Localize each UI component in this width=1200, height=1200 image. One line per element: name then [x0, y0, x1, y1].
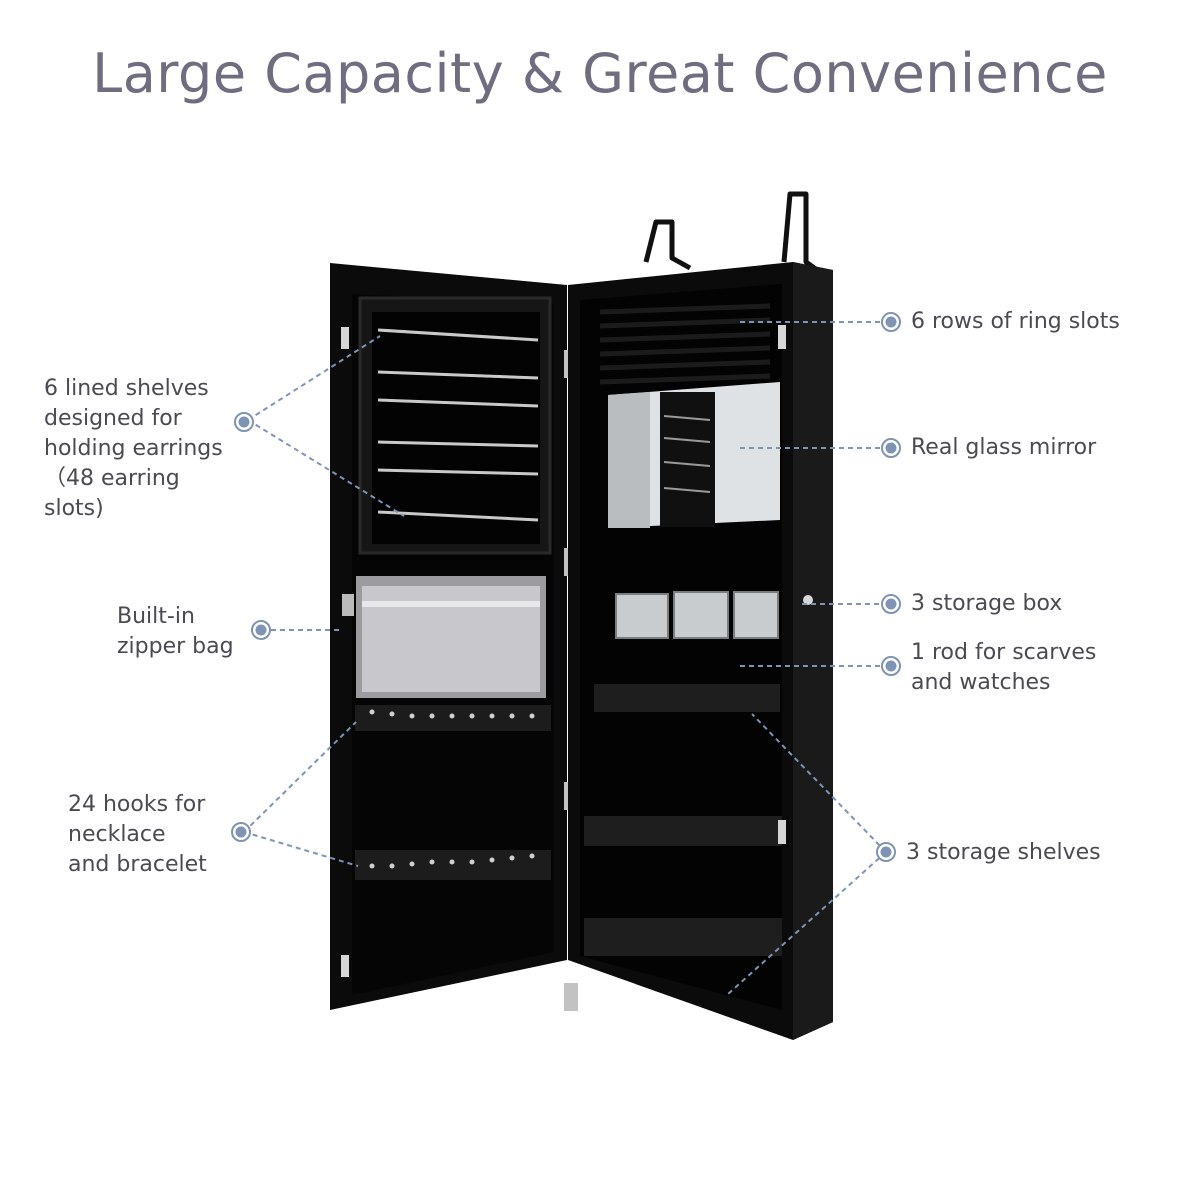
marker-mirror: [881, 438, 901, 458]
leader-lines: [243, 321, 888, 995]
callout-ring-slots: 6 rows of ring slots: [911, 309, 1120, 334]
marker-lined-shelves: [234, 412, 254, 432]
marker-storage-shelves: [876, 842, 896, 862]
scarf-rod: [594, 684, 780, 712]
marker-storage-box: [881, 594, 901, 614]
over-door-hooks: [643, 191, 822, 275]
necklace-hook-bar-lower: [355, 850, 551, 880]
marker-hooks: [231, 822, 251, 842]
marker-ring-slots: [881, 312, 901, 332]
callout-rod: 1 rod for scarves and watches: [911, 640, 1097, 695]
storage-boxes: [615, 591, 779, 639]
open-door-panel: [330, 263, 567, 1010]
cabinet-body: [568, 262, 833, 1040]
necklace-hooks: [369, 709, 535, 869]
callout-zipper-bag: Built-in zipper bag: [117, 604, 234, 659]
callout-mirror: Real glass mirror: [911, 435, 1097, 460]
callout-storage-shelves: 3 storage shelves: [906, 840, 1101, 865]
callout-storage-box: 3 storage box: [911, 591, 1063, 616]
callout-lined-shelves: 6 lined shelves designed for holding ear…: [44, 376, 223, 521]
marker-zipper-bag: [251, 620, 271, 640]
earring-bars: [377, 328, 539, 522]
callout-markers: [231, 312, 901, 862]
marker-rod: [881, 656, 901, 676]
storage-shelves: [584, 816, 782, 956]
callout-hooks: 24 hooks for necklace and bracelet: [68, 792, 207, 877]
page-headline: Large Capacity & Great Convenience: [92, 42, 1108, 105]
ring-slot-rows: [599, 303, 771, 385]
